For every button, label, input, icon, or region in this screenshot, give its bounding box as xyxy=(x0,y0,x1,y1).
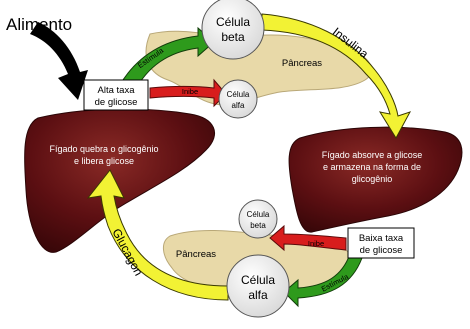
liver-right-label-line2: e armazena na forma de xyxy=(323,162,421,172)
low-glucose-label-line2: de glicose xyxy=(360,245,403,256)
glucagon-arrow xyxy=(86,169,229,301)
alpha-cell-big xyxy=(226,254,290,318)
high-glucose-box xyxy=(83,79,149,111)
beta-cell-big xyxy=(201,0,265,60)
liver-left-label-line1: Fígado quebra o glicogênio xyxy=(49,144,158,154)
liver-right-label-line3: glicogênio xyxy=(352,174,393,184)
beta-cell-small-label-line2: beta xyxy=(250,221,266,230)
glucagon-label: Glucagon xyxy=(109,226,145,278)
high-glucose-label-line2: de glicose xyxy=(95,97,138,108)
liver-left-label-line2: e libera glicose xyxy=(74,156,134,166)
alpha-cell-small-label-line1: Célula xyxy=(227,90,250,99)
alpha-cell-big-label-line1: Célula xyxy=(241,273,275,287)
pancreas-top-label: Pâncreas xyxy=(282,58,322,69)
alpha-cell-small xyxy=(218,79,258,119)
liver-right-shape xyxy=(288,126,463,233)
liver-left-shape xyxy=(24,108,216,253)
beta-cell-small-label-line1: Célula xyxy=(247,210,270,219)
low-glucose-box xyxy=(347,227,415,259)
beta-cell-big-label-line2: beta xyxy=(221,30,245,44)
pancreas-bottom-label: Pâncreas xyxy=(176,249,216,260)
beta-cell-big-label-line1: Célula xyxy=(216,15,250,29)
liver-right-label-line1: Fígado absorve a glicose xyxy=(322,150,423,160)
food-arrow xyxy=(30,22,88,100)
insulin-arrow xyxy=(261,13,412,140)
alimento-label: Alimento xyxy=(6,15,72,34)
inhibit-top-label: Inibe xyxy=(182,87,198,96)
inhibit-bottom-label: Inibe xyxy=(308,239,324,248)
low-glucose-label-line1: Baixa taxa xyxy=(359,233,404,244)
alpha-cell-big-label-line2: alfa xyxy=(248,288,268,302)
alpha-cell-small-label-line2: alfa xyxy=(232,101,245,110)
inhibit-arrow-bottom xyxy=(269,224,347,252)
beta-cell-small xyxy=(238,199,278,239)
high-glucose-label-line1: Alta taxa xyxy=(98,85,136,96)
